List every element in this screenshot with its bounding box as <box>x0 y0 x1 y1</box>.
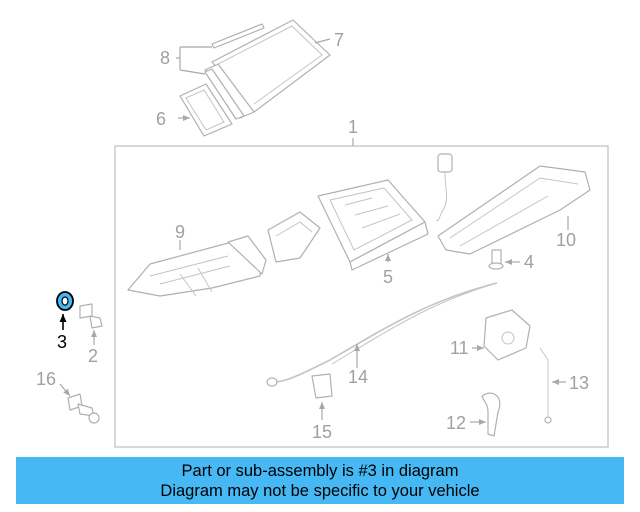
latch <box>483 309 531 361</box>
bin-bracket <box>267 211 321 263</box>
glove-box-panel <box>204 19 331 119</box>
banner-line-disclaimer: Diagram may not be specific to your vehi… <box>160 481 480 500</box>
callout-14: 14 <box>348 367 368 387</box>
callout-12: 12 <box>446 413 466 433</box>
callout-3[interactable]: 3 <box>57 332 67 352</box>
rod <box>539 347 552 424</box>
handle <box>481 392 501 437</box>
callout-7-leader <box>314 38 331 44</box>
switch-assembly <box>435 153 453 221</box>
highlighted-part-3-washer[interactable] <box>56 291 74 311</box>
callout-16-leader <box>59 383 71 397</box>
callout-9: 9 <box>175 222 185 242</box>
callout-6: 6 <box>156 109 166 129</box>
callout-5: 5 <box>383 267 393 287</box>
callout-10: 10 <box>556 230 576 250</box>
glove-box-bin <box>317 179 429 271</box>
callout-11: 11 <box>450 338 469 358</box>
seal-strips <box>204 23 265 120</box>
callout-13: 13 <box>569 373 589 393</box>
support-bracket <box>437 165 591 255</box>
assembly-outline-box <box>114 145 609 448</box>
bolt-4 <box>488 249 504 270</box>
banner-line-part: Part or sub-assembly is #3 in diagram <box>181 461 459 480</box>
callout-16: 16 <box>36 369 56 389</box>
callout-8: 8 <box>160 48 170 68</box>
callout-7: 7 <box>334 30 344 50</box>
callout-15: 15 <box>312 422 332 442</box>
cable <box>266 282 498 387</box>
info-banner: Part or sub-assembly is #3 in diagram Di… <box>16 457 624 504</box>
callout-1: 1 <box>348 117 358 137</box>
clip <box>311 373 333 399</box>
screw-16 <box>67 393 100 424</box>
air-duct <box>127 235 267 297</box>
trim-panel <box>179 83 233 137</box>
callout-4: 4 <box>524 252 534 272</box>
screw-2 <box>79 303 103 329</box>
callout-2: 2 <box>88 346 98 366</box>
